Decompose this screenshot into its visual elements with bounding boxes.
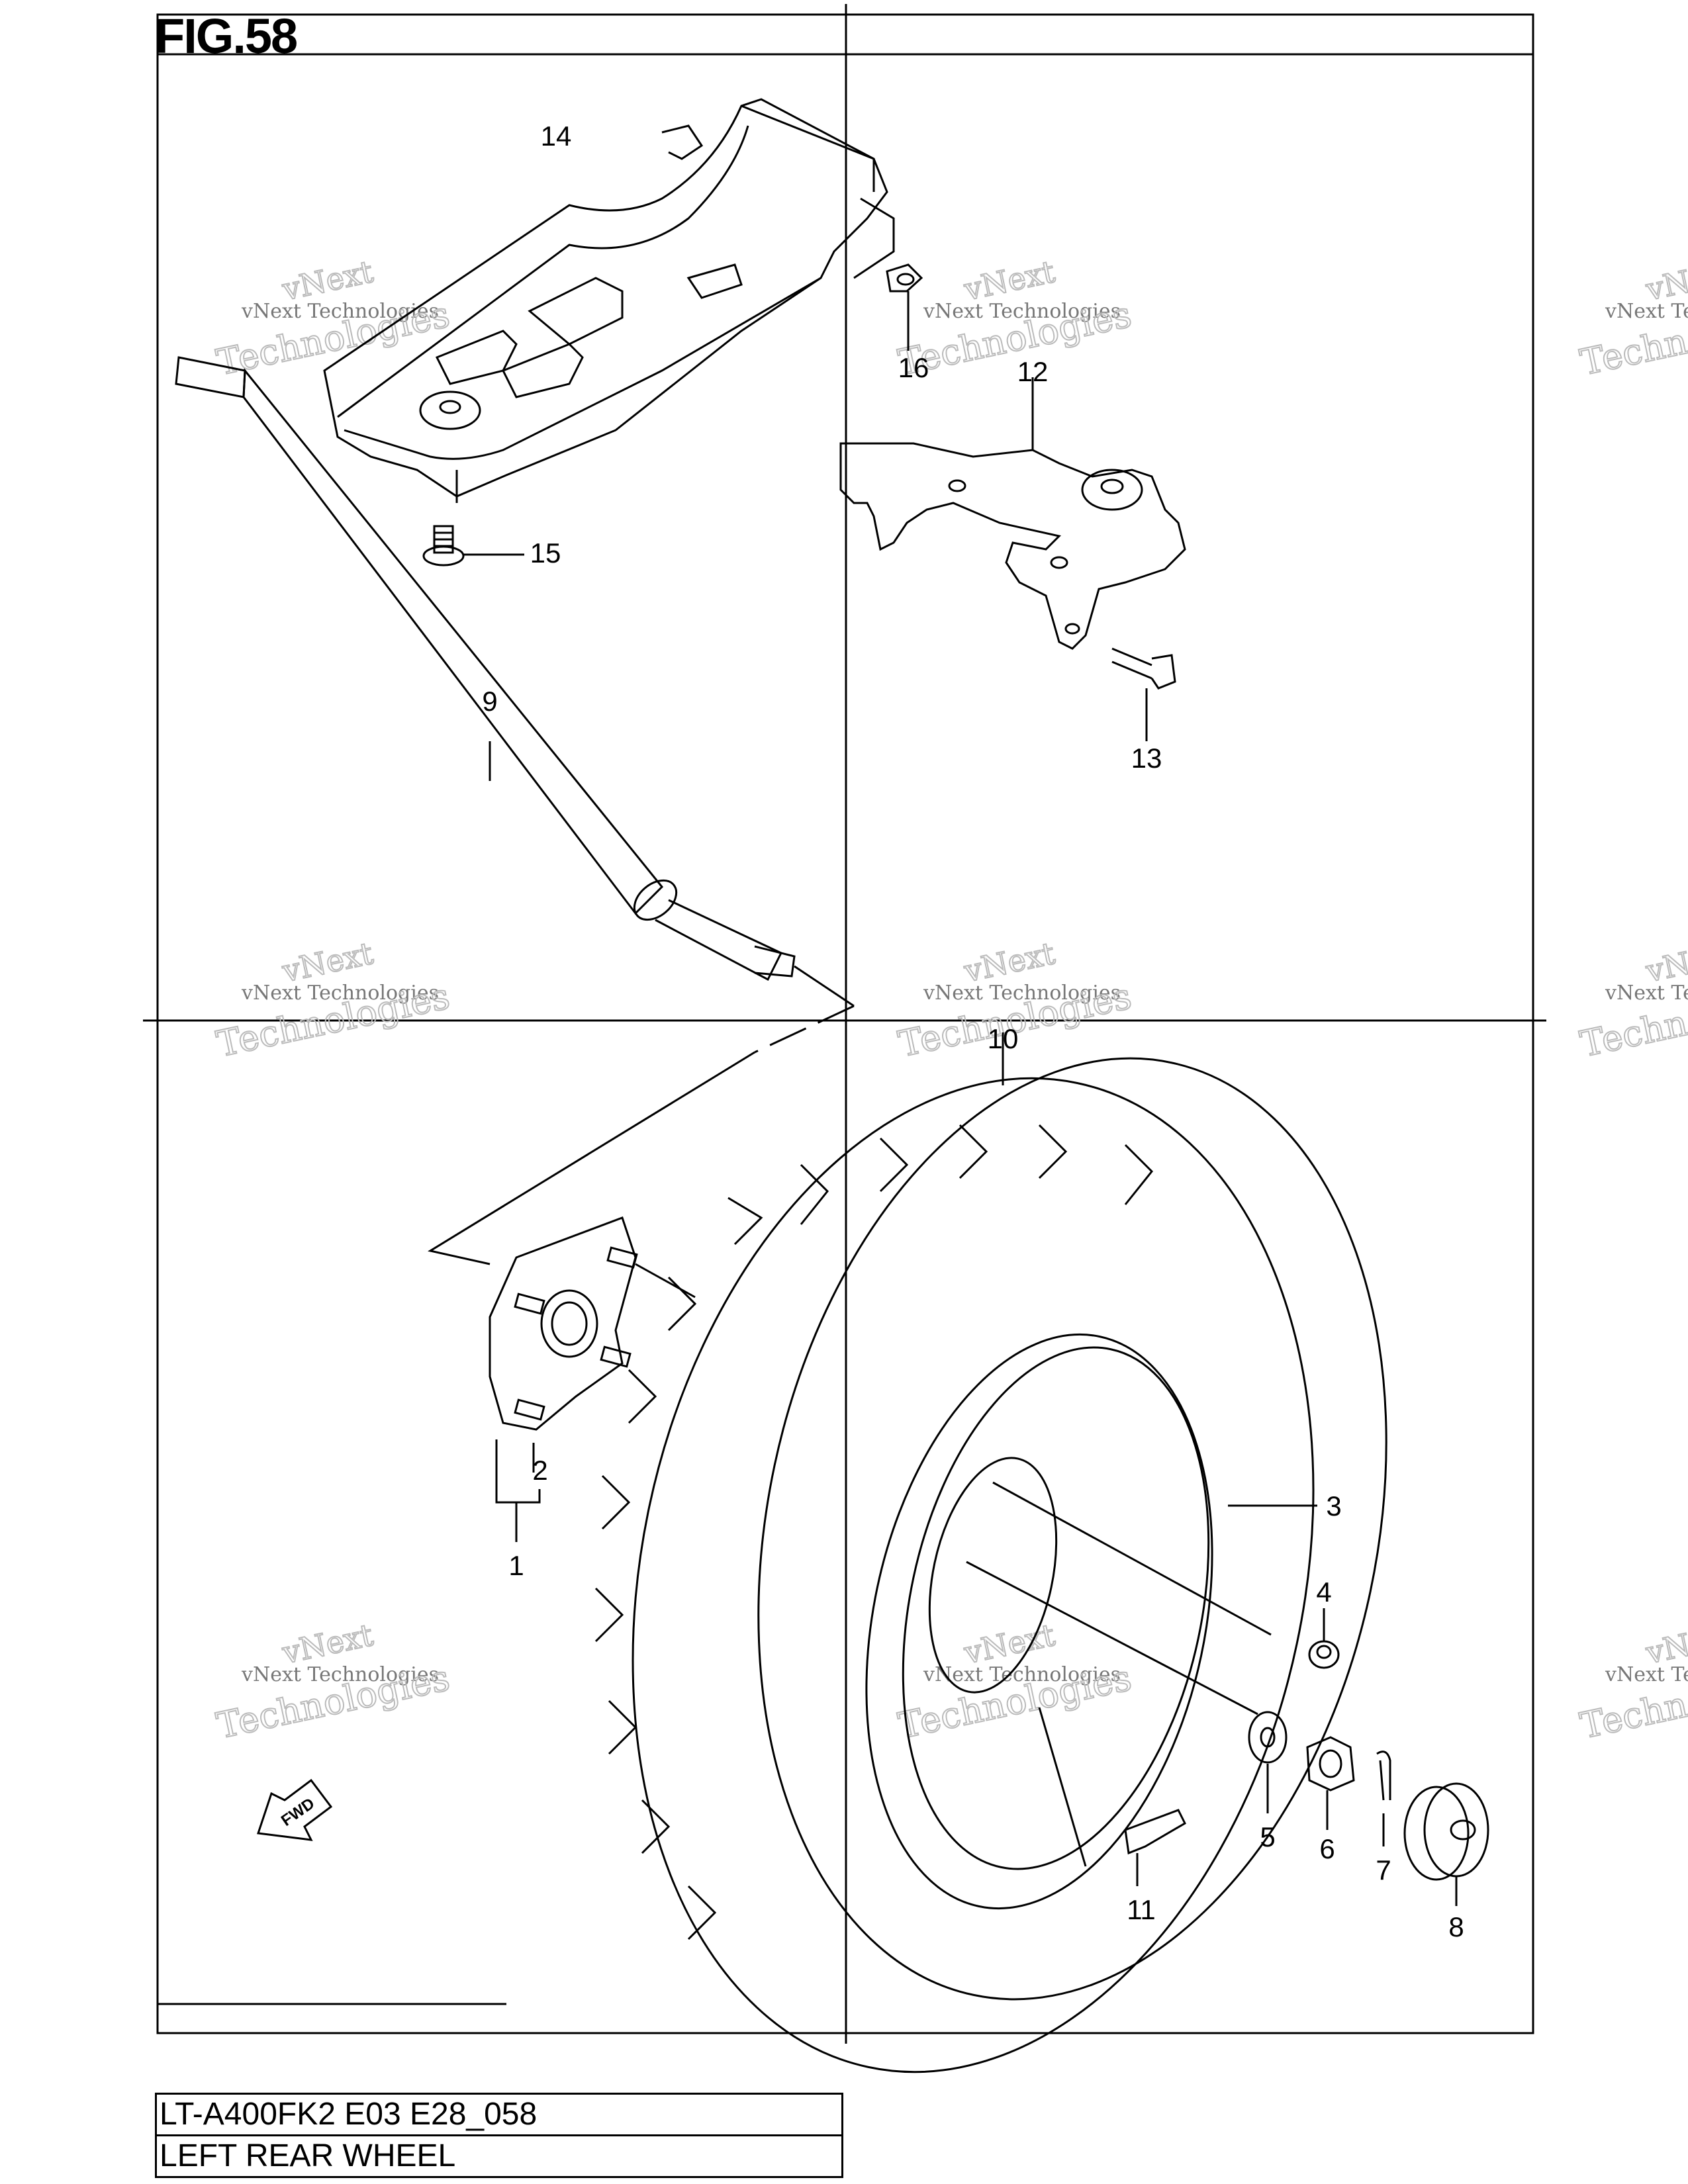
svg-text:vNext Technologies: vNext Technologies	[1605, 300, 1688, 323]
watermark-5: vNext Technologies vNext Technologies	[894, 934, 1136, 1066]
svg-text:vNext Technologies: vNext Technologies	[923, 1663, 1121, 1686]
svg-text:vNext Technologies: vNext Technologies	[1605, 981, 1688, 1005]
callout-15: 15	[530, 537, 561, 569]
svg-text:vNext: vNext	[1642, 1617, 1688, 1671]
svg-text:vNext Technologies: vNext Technologies	[241, 981, 439, 1005]
fwd-arrow-icon: FWD	[256, 1778, 333, 1841]
svg-text:vNext Technologies: vNext Technologies	[923, 300, 1121, 323]
bolt-13-icon	[1111, 647, 1176, 741]
svg-text:vNext: vNext	[1642, 253, 1688, 308]
model-code: LT-A400FK2 E03 E28_058	[160, 2097, 538, 2132]
callout-7: 7	[1376, 1854, 1391, 1886]
callout-12: 12	[1017, 356, 1049, 387]
callout-1: 1	[508, 1550, 524, 1581]
part-group-box: LEFT REAR WHEEL	[155, 2134, 843, 2178]
watermark-6: vNext Technologies vNext Technologies	[1576, 934, 1688, 1066]
callout-11: 11	[1127, 1894, 1156, 1925]
wheel-rim-icon	[865, 1333, 1317, 1910]
svg-text:vNext Technologies: vNext Technologies	[241, 1663, 439, 1686]
watermarks: vNext Technologies vNext Technologies vN…	[212, 253, 1688, 1748]
callout-6: 6	[1319, 1833, 1335, 1864]
callout-3: 3	[1326, 1490, 1341, 1522]
callout-5: 5	[1260, 1821, 1275, 1852]
watermark-4: vNext Technologies vNext Technologies	[212, 934, 454, 1066]
callout-13: 13	[1131, 743, 1162, 774]
watermark-7: vNext Technologies vNext Technologies	[212, 1616, 454, 1748]
svg-text:vNext Technologies: vNext Technologies	[241, 300, 439, 323]
axle-shaft-icon	[175, 356, 855, 1007]
watermark-3: vNext Technologies vNext Technologies	[1576, 253, 1688, 385]
callout-9: 9	[482, 686, 497, 717]
callout-8: 8	[1448, 1911, 1464, 1942]
wheel-hub-icon	[489, 1216, 696, 1542]
svg-text:vNext: vNext	[1642, 935, 1688, 989]
bolt-15-icon	[422, 525, 524, 567]
hub-cap-8-icon	[1403, 1782, 1489, 1906]
model-code-box: LT-A400FK2 E03 E28_058	[155, 2093, 843, 2136]
bolt-16-icon	[886, 263, 923, 351]
callout-labels: 14 16 12 15 9 13 10 2 1 3 4 5 6 7 8 11	[482, 120, 1464, 1942]
castle-nut-6-icon	[1306, 1736, 1355, 1830]
part-group-name: LEFT REAR WHEEL	[160, 2138, 456, 2173]
tire-icon	[594, 1032, 1387, 2073]
washer-5-icon	[1248, 1711, 1288, 1813]
valve-11-icon	[1038, 1707, 1186, 1886]
callout-2: 2	[532, 1455, 547, 1486]
watermark-9: vNext Technologies vNext Technologies	[1576, 1616, 1688, 1748]
skid-plate-icon	[323, 98, 895, 503]
callout-10: 10	[988, 1023, 1019, 1054]
svg-text:vNext Technologies: vNext Technologies	[923, 981, 1121, 1005]
cotter-pin-7-icon	[1376, 1751, 1391, 1846]
nut-4-icon	[1308, 1608, 1340, 1669]
svg-text:vNext Technologies: vNext Technologies	[1605, 1663, 1688, 1686]
callout-14: 14	[541, 120, 572, 152]
callout-4: 4	[1316, 1576, 1331, 1608]
bracket-icon	[839, 377, 1186, 650]
watermark-2: vNext Technologies vNext Technologies	[894, 253, 1136, 385]
callout-16: 16	[898, 352, 929, 383]
frame	[143, 4, 1546, 2044]
axle-to-hub-leader	[428, 1005, 855, 1265]
